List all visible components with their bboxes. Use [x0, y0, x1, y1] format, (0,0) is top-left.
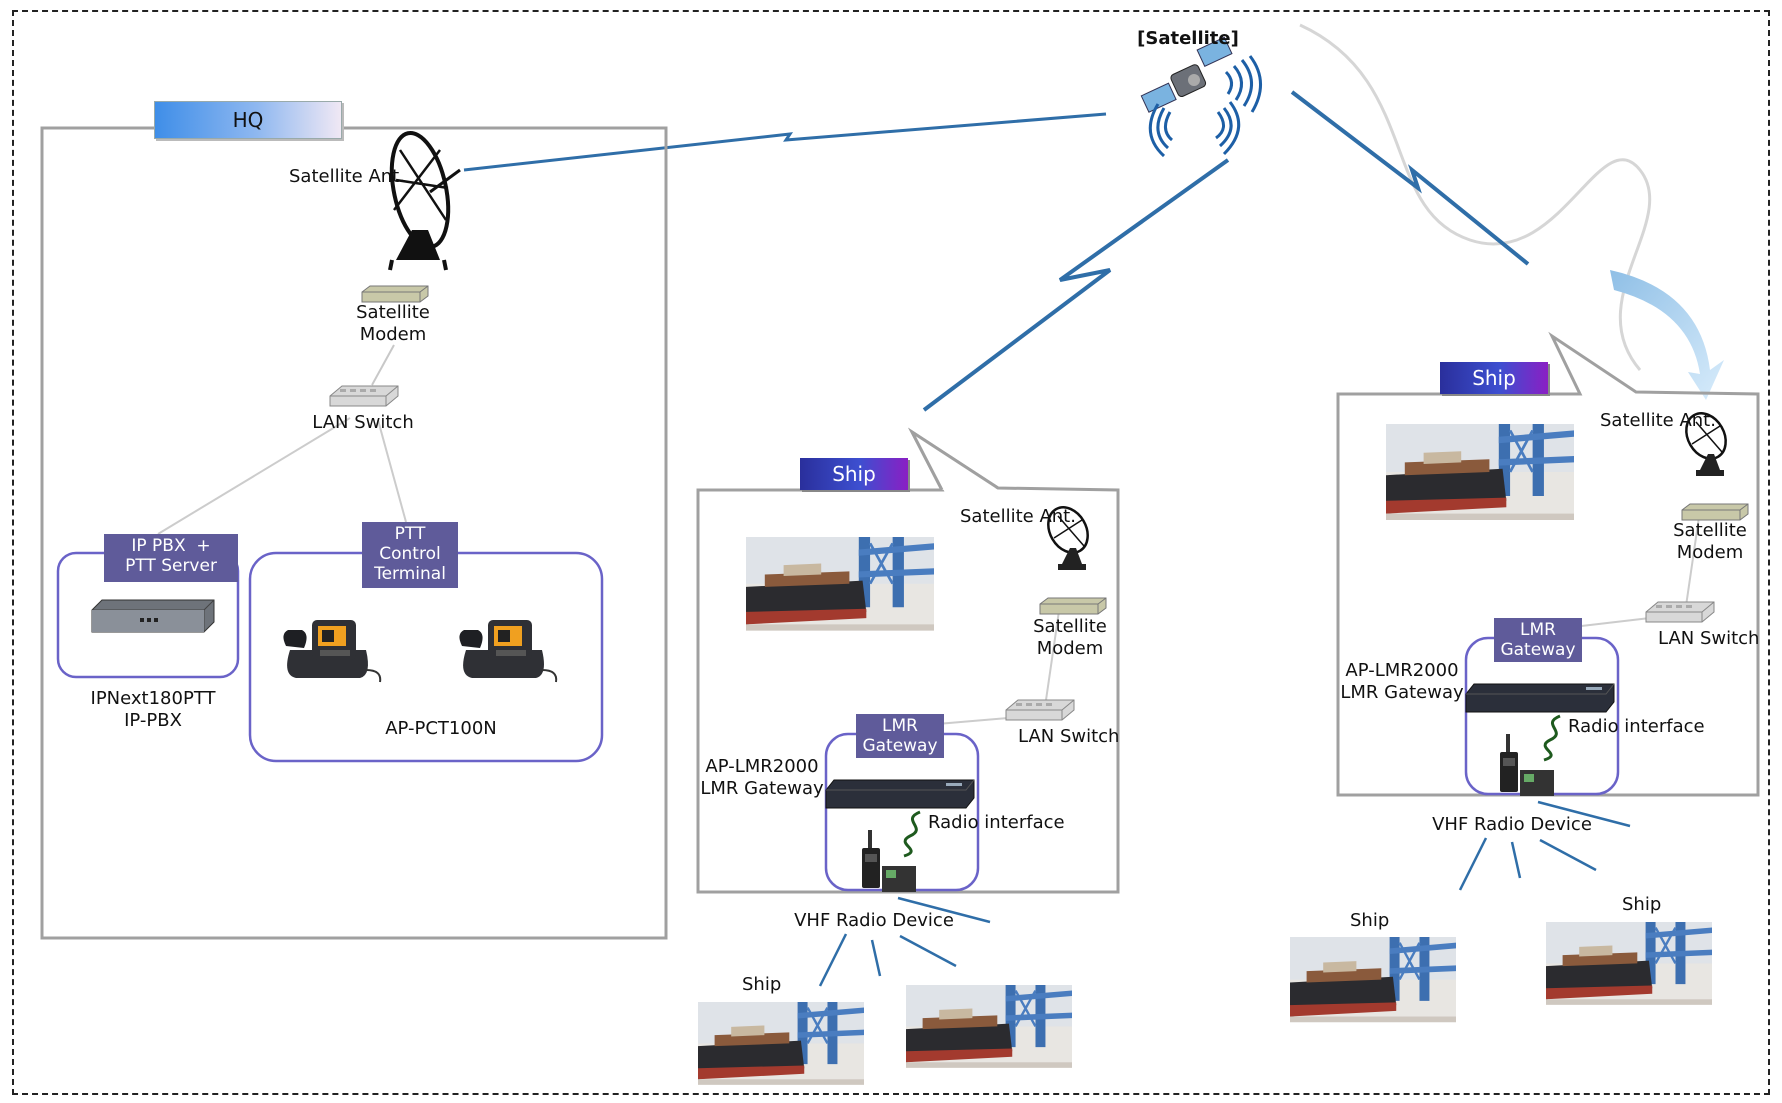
- ship-photo: [744, 535, 936, 633]
- ship-b-radio-interface: Radio interface: [1568, 716, 1705, 737]
- ship-b-vhf-label: VHF Radio Device: [1432, 814, 1592, 835]
- phone-icon: [282, 619, 382, 683]
- modem-switch-line: [1045, 603, 1061, 701]
- ship-b-satellite-ant-label: Satellite Ant.: [1600, 410, 1716, 431]
- ship-photo: [1288, 935, 1458, 1024]
- ship-a-satellite-ant-label: Satellite Ant.: [960, 506, 1076, 527]
- ship-a-remote-ship-label: Ship: [742, 974, 782, 995]
- ship-b-modem-label: Satellite Modem: [1673, 520, 1747, 563]
- ship-b-lmr-tag: LMR Gateway: [1494, 618, 1582, 662]
- ip-pbx-name: IPNext180PTT IP-PBX: [90, 688, 216, 731]
- ip-pbx-tag: IP PBX + PTT Server: [104, 534, 238, 582]
- vhf-links: [818, 896, 991, 987]
- diagram-frame: [12, 10, 1770, 1095]
- gateway-icon: [1465, 683, 1615, 713]
- ship-b-remote-ship-label: Ship: [1350, 910, 1390, 931]
- ship-b-gateway-name: AP-LMR2000 LMR Gateway: [1340, 660, 1464, 703]
- switch-icon: [1005, 699, 1075, 721]
- ship-a-gateway-name: AP-LMR2000 LMR Gateway: [700, 756, 824, 799]
- hq-satellite-ant-label: Satellite Ant.: [289, 166, 405, 187]
- ship-a-modem-label: Satellite Modem: [1033, 616, 1107, 659]
- ship-photo: [904, 983, 1074, 1070]
- terminal-name: AP-PCT100N: [385, 718, 497, 739]
- ship-b-lan-switch-label: LAN Switch: [1658, 628, 1760, 649]
- ship-b-label: Ship: [1440, 362, 1548, 394]
- modem-switch-line: [1685, 509, 1701, 607]
- hq-lan-switch-label: LAN Switch: [312, 412, 414, 433]
- modem-switch-line: [371, 344, 395, 386]
- ship-photo: [696, 1000, 866, 1087]
- hq-box: [40, 126, 668, 940]
- coil-cable-icon: [903, 810, 921, 858]
- ship-a-vhf-label: VHF Radio Device: [794, 910, 954, 931]
- switch-pbx-line: [157, 417, 351, 535]
- satellite-icon: [1140, 36, 1262, 158]
- ship-photo: [1384, 422, 1576, 522]
- cable-curve: [1299, 23, 1652, 371]
- satellite-dish-icon: [388, 131, 461, 271]
- server-icon: [91, 599, 215, 633]
- hq-label: HQ: [154, 101, 342, 139]
- ptt-terminal-tag: PTT Control Terminal: [362, 522, 458, 588]
- modem-icon: [1681, 503, 1749, 521]
- satellite-title: [Satellite]: [1137, 28, 1239, 49]
- gateway-icon: [825, 779, 975, 809]
- hq-satellite-link: [463, 112, 1107, 172]
- switch-icon: [1645, 601, 1715, 623]
- ship-b-satellite-link: [1290, 90, 1530, 266]
- vhf-links: [1458, 800, 1631, 891]
- radio-icon: [862, 830, 916, 892]
- switch-ptt-line: [377, 419, 407, 523]
- curved-arrow-icon: [1610, 270, 1724, 400]
- modem-icon: [1039, 597, 1107, 615]
- hq-modem-label: Satellite Modem: [356, 302, 430, 345]
- ship-b-remote-ship-label: Ship: [1622, 894, 1662, 915]
- ship-b-box: [1336, 331, 1760, 797]
- switch-icon: [329, 385, 399, 407]
- coil-cable-icon: [1543, 714, 1561, 762]
- ship-a-lan-switch-label: LAN Switch: [1018, 726, 1120, 747]
- ship-a-label: Ship: [800, 458, 908, 490]
- ship-photo: [1544, 920, 1714, 1007]
- phone-icon: [458, 619, 558, 683]
- ship-a-radio-interface: Radio interface: [928, 812, 1065, 833]
- modem-icon: [361, 285, 429, 303]
- ship-a-lmr-tag: LMR Gateway: [856, 714, 944, 758]
- ship-a-satellite-link: [922, 158, 1230, 412]
